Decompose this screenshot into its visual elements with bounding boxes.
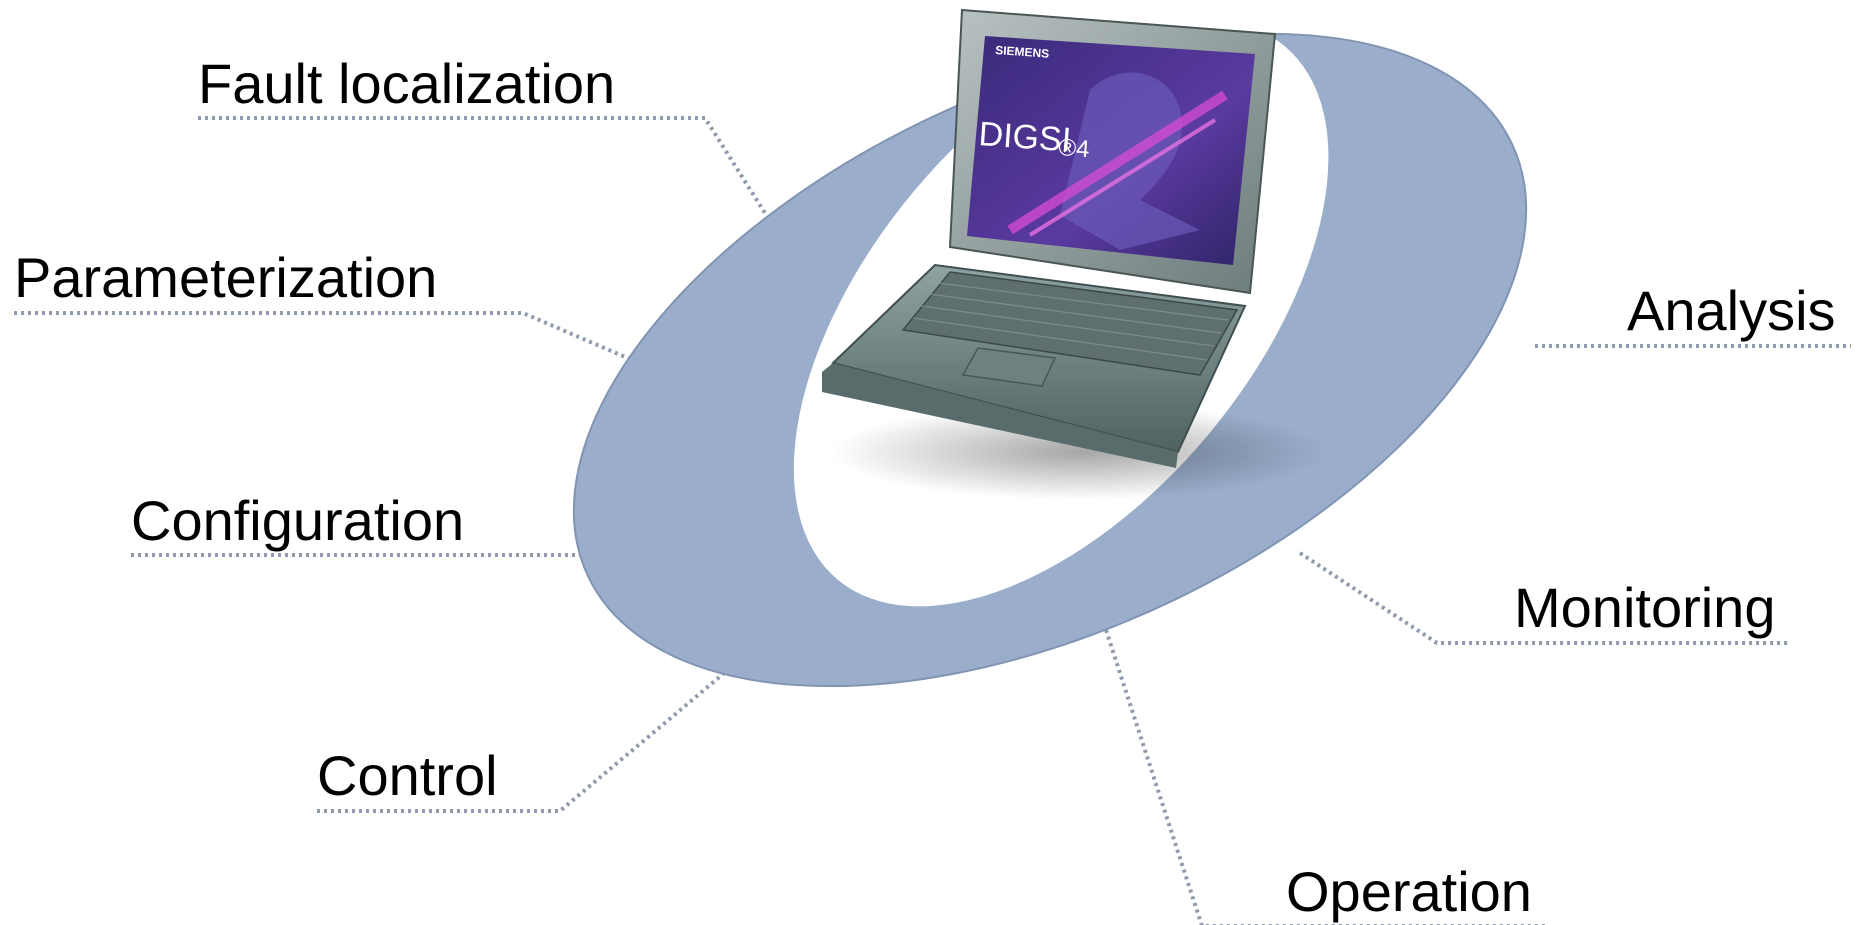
connectors — [14, 116, 1851, 925]
label-monitoring: Monitoring — [1514, 576, 1776, 639]
laptop-keyboard — [901, 271, 1239, 376]
screen-artwork — [1060, 72, 1200, 250]
connector-parameterization — [14, 311, 661, 374]
laptop-image: SIEMENS DIGSI ®4 — [822, 8, 1277, 468]
label-fault-localization: Fault localization — [198, 52, 616, 115]
laptop-base-edge — [822, 363, 1178, 468]
label-control: Control — [317, 744, 498, 807]
label-parameterization: Parameterization — [14, 246, 438, 309]
screen-brand: SIEMENS — [995, 43, 1050, 61]
laptop-shadow — [830, 404, 1330, 500]
label-configuration: Configuration — [131, 489, 465, 552]
laptop-touchpad — [961, 347, 1057, 387]
screen-version: ®4 — [1058, 134, 1091, 163]
connector-fault-localization — [198, 116, 789, 250]
screen-product: DIGSI — [977, 115, 1072, 159]
label-operation: Operation — [1286, 860, 1532, 923]
connector-monitoring — [1298, 551, 1788, 645]
label-analysis: Analysis — [1627, 279, 1836, 342]
